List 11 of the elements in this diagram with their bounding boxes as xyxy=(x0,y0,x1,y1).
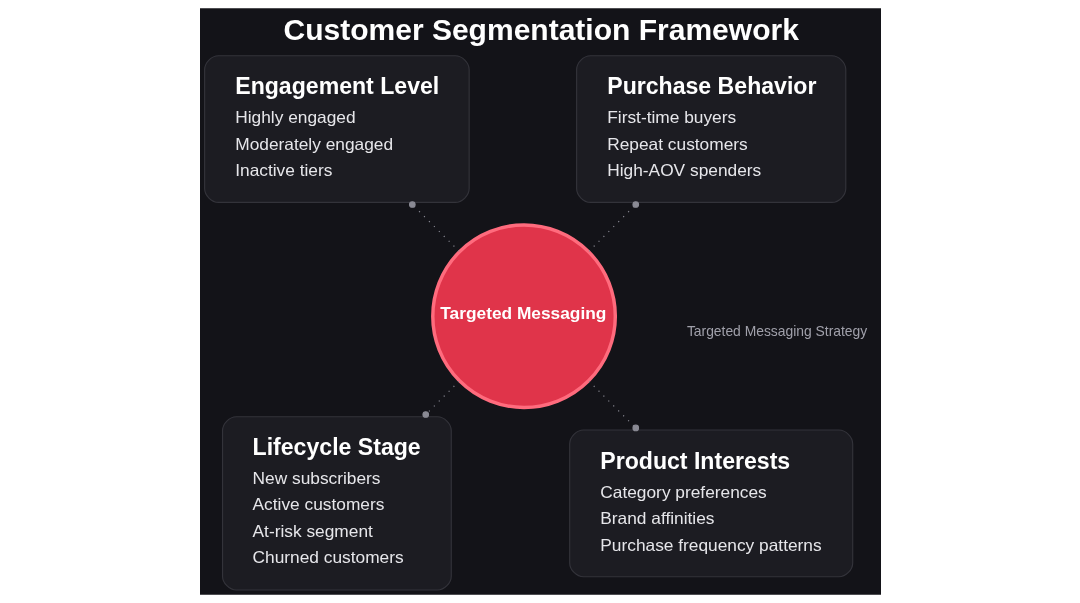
node-circle: Targeted Messaging xyxy=(430,223,617,410)
node-box: Product Interests Category preferences Brand affinities Purchase frequency patterns xyxy=(568,429,853,578)
node-box: Purchase Behavior First-time buyers Repeat customers High-AOV spenders xyxy=(575,55,846,203)
connector xyxy=(587,380,639,432)
connector xyxy=(408,201,460,252)
diagram-title: Customer Segmentation Framework xyxy=(282,13,799,47)
label: Targeted Messaging Strategy xyxy=(686,322,867,339)
connector xyxy=(587,201,639,252)
connector xyxy=(421,380,460,418)
node-box: Lifecycle Stage New subscribers Active customers At-risk segment Churned customers xyxy=(221,416,452,591)
node-box: Engagement Level Highly engaged Moderately engaged Inactive tiers xyxy=(203,55,470,203)
